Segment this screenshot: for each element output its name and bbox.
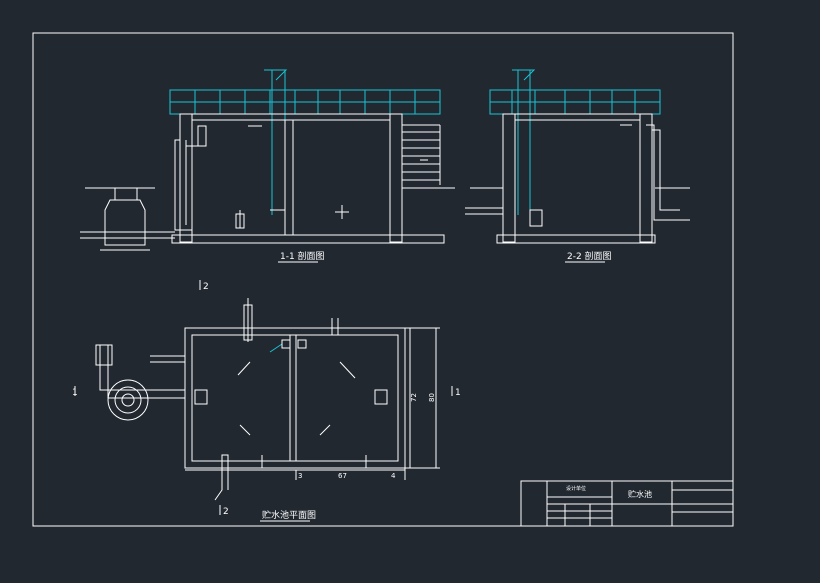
marker-1-right: 1 (455, 388, 461, 398)
marker-2-bottom: 2 (223, 507, 229, 517)
section-1-title: 1-1 剖面图 (280, 250, 325, 262)
dim-left: 3 (298, 472, 302, 480)
dim-width: 67 (338, 472, 347, 480)
drawing-frame (32, 32, 734, 527)
marker-1-left: 1 (72, 388, 78, 398)
stairs (402, 124, 441, 185)
section-2-title: 2-2 剖面图 (567, 250, 612, 262)
canopy-grid-1 (169, 69, 441, 230)
dim-height: 72 (410, 393, 418, 402)
dim-outer: 80 (428, 393, 436, 402)
section-1-1 (80, 69, 455, 263)
marker-2-top: 2 (203, 282, 209, 292)
plan-view (74, 280, 453, 515)
title-block-name: 贮水池 (628, 489, 652, 499)
title-block-company: 设计单位 (566, 485, 586, 492)
plan-title: 贮水池平面图 (262, 509, 316, 521)
title-block (520, 480, 734, 527)
dim-right: 4 (391, 472, 396, 480)
manhole-icon (107, 379, 149, 421)
section-2-2 (465, 69, 690, 263)
